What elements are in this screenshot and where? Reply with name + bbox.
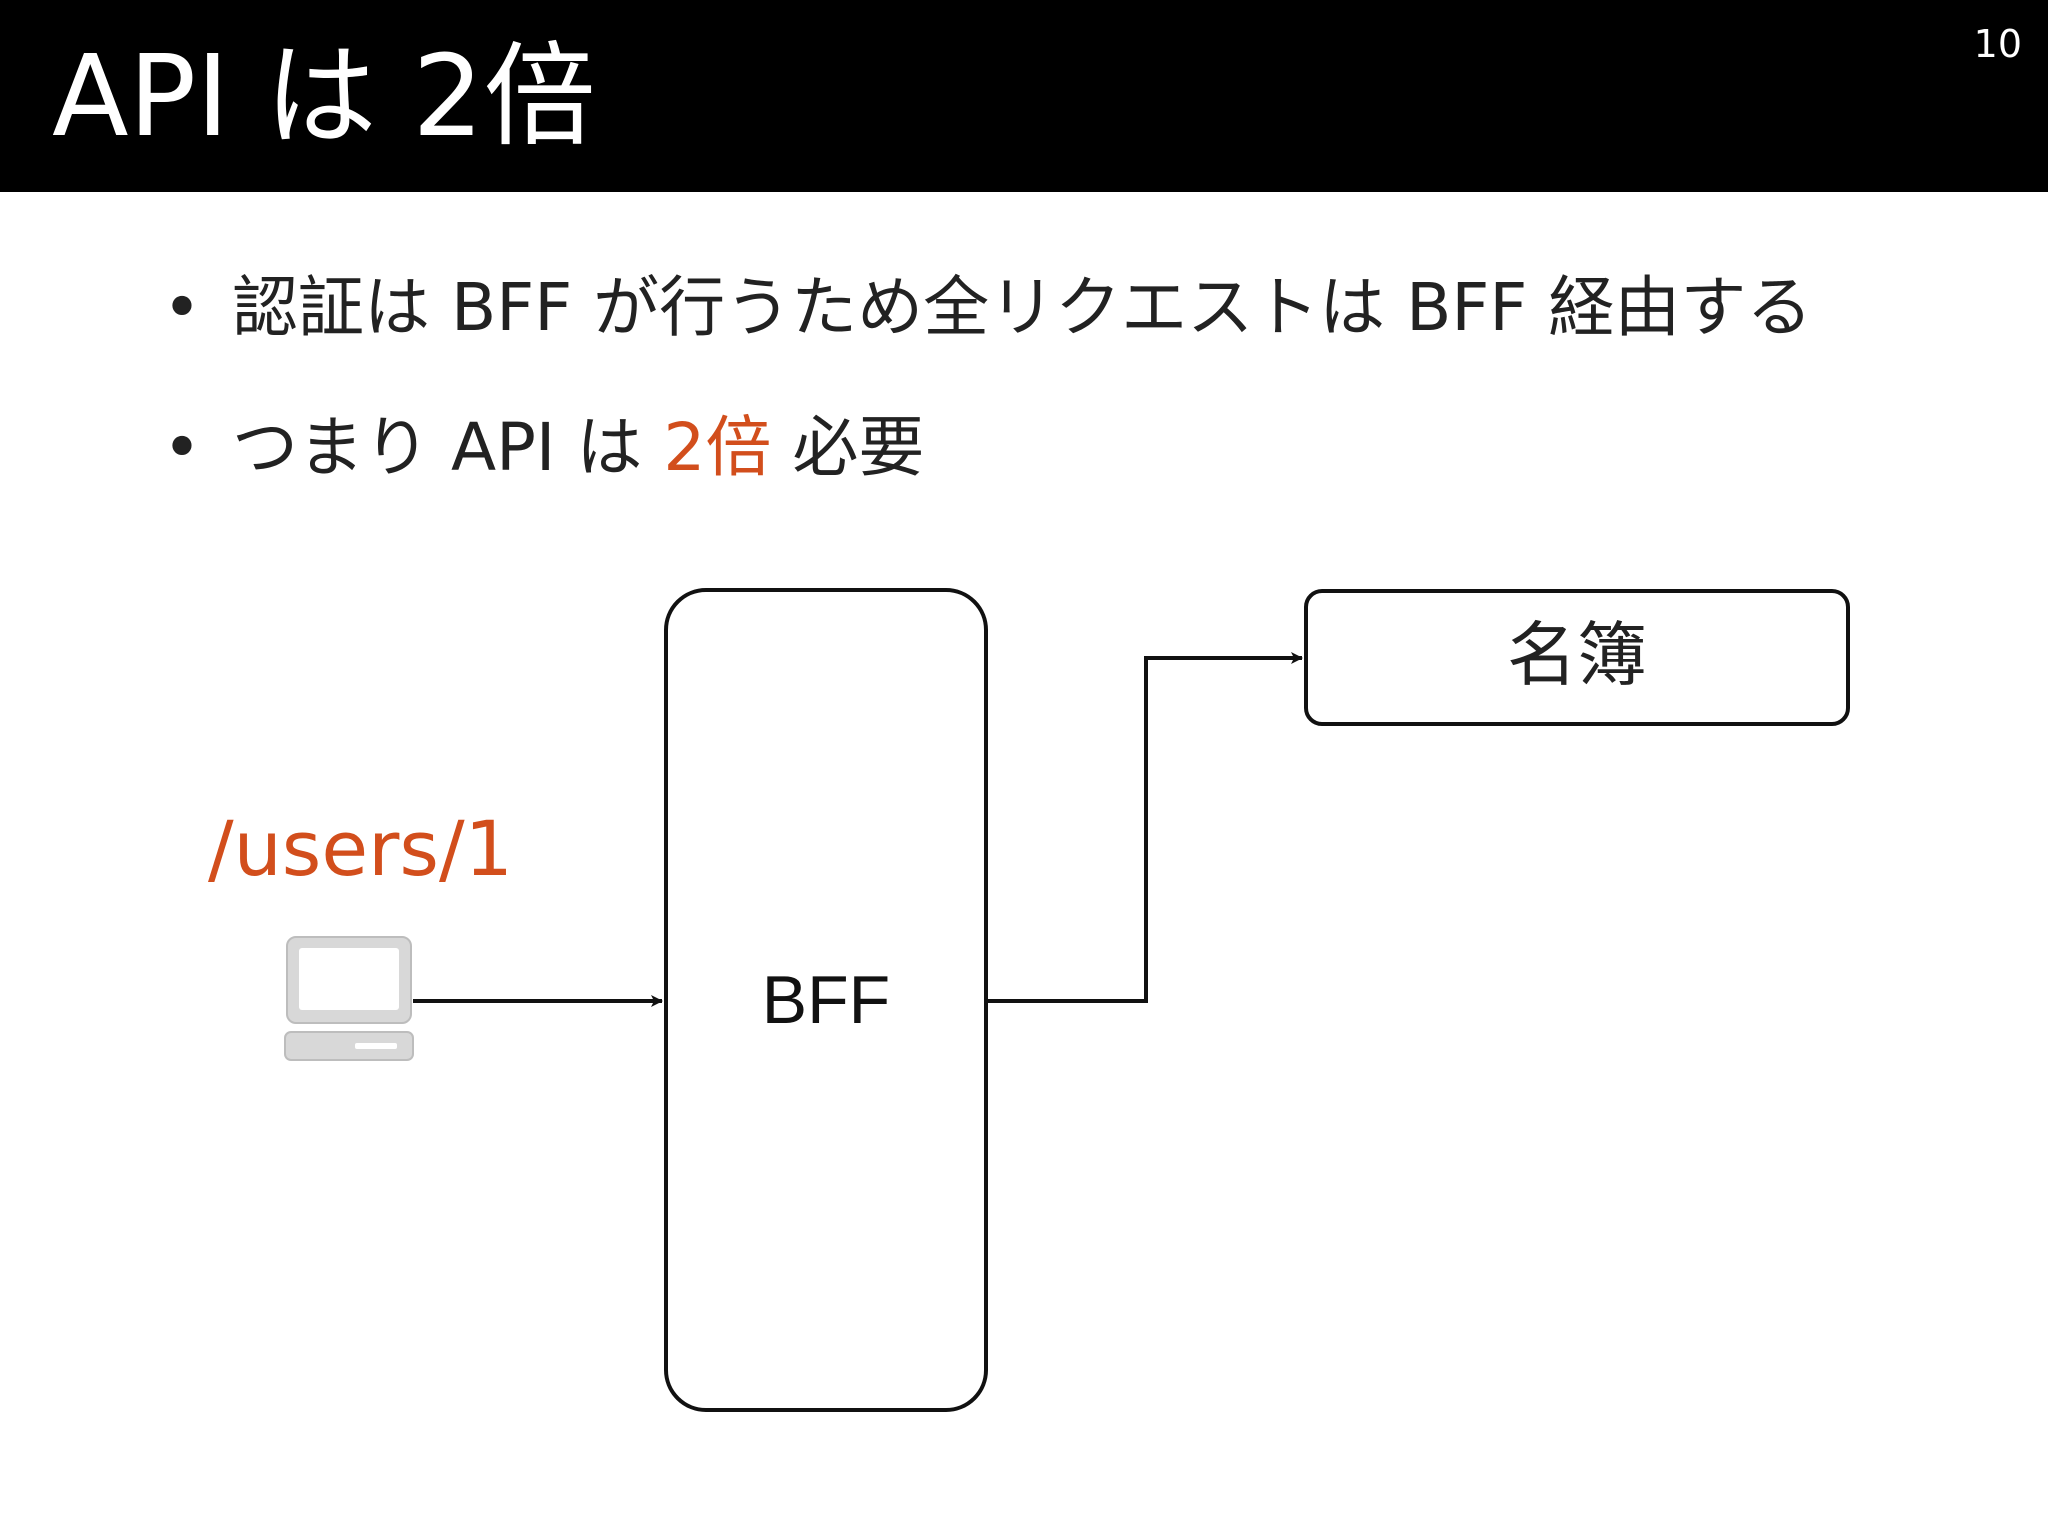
bullet-text: 認証は BFF が行うため全リクエストは BFF 経由する (232, 269, 1813, 346)
bullet-list: • 認証は BFF が行うため全リクエストは BFF 経由する • つまり AP… (160, 268, 1813, 548)
service-label: 名簿 (1507, 614, 1647, 696)
bullet-text: つまり API は (232, 409, 664, 486)
slide-title: API は 2倍 (52, 32, 596, 162)
bullet-marker: • (162, 269, 202, 346)
page-number: 10 (1973, 22, 2022, 66)
laptop-icon (284, 936, 414, 1061)
bullet-item: • つまり API は 2倍 必要 (160, 408, 1812, 488)
title-bar: API は 2倍 10 (0, 0, 2048, 192)
bff-label: BFF (761, 962, 891, 1038)
bullet-item: • 認証は BFF が行うため全リクエストは BFF 経由する (160, 268, 1813, 348)
bullet-highlight: 2倍 (663, 409, 772, 486)
request-path-label: /users/1 (208, 804, 513, 893)
bff-to-service-arrow (988, 652, 1303, 1003)
bff-box (664, 588, 988, 1412)
bullet-marker: • (162, 409, 202, 486)
service-box (1304, 589, 1850, 726)
bullet-text-after: 必要 (771, 409, 925, 486)
